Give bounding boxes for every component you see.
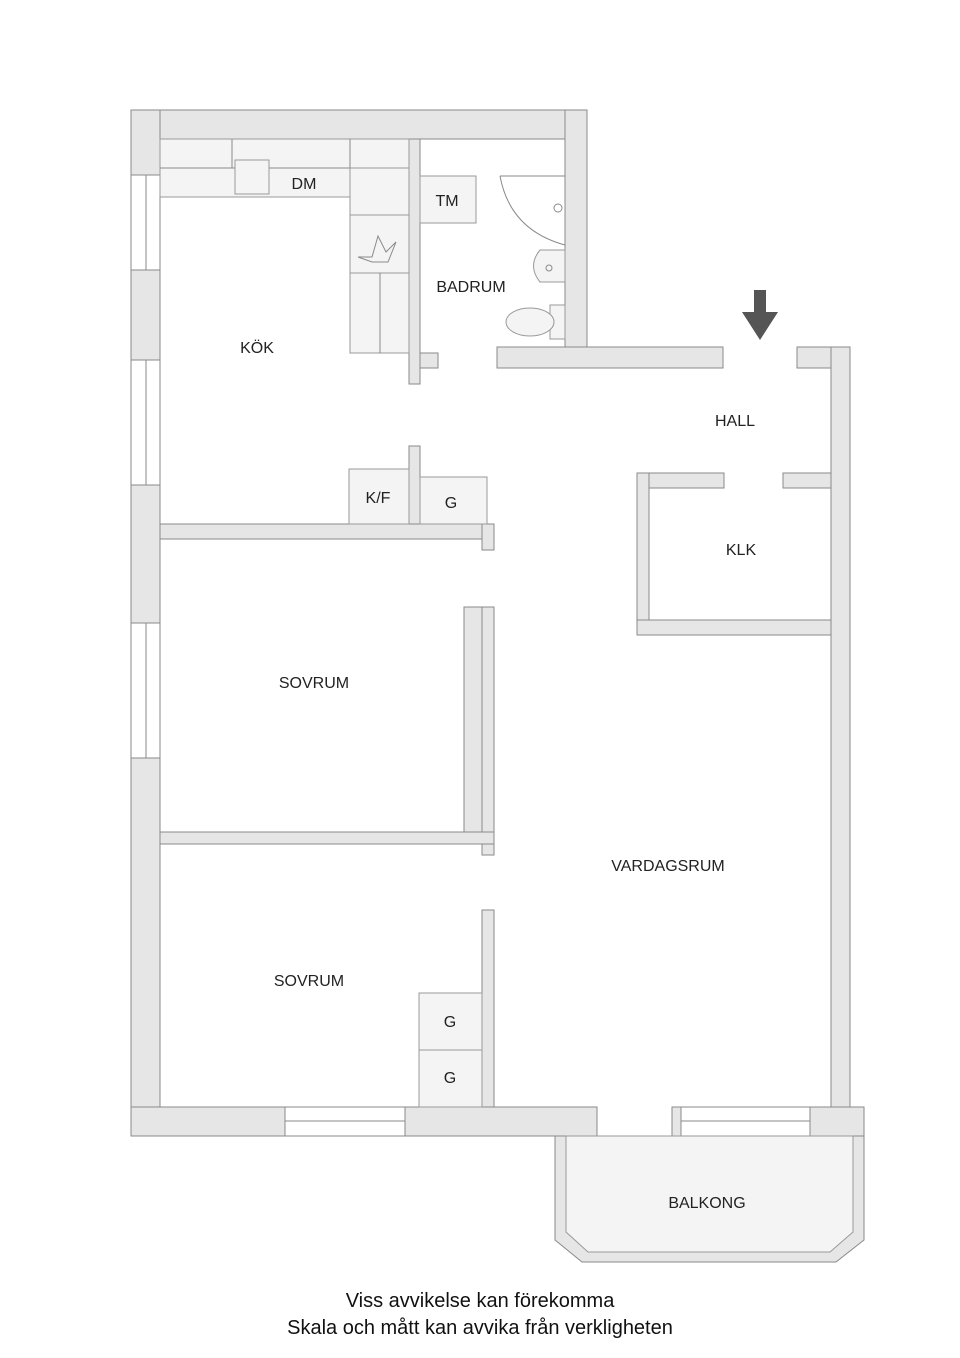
room-label-tm: TM <box>435 193 458 210</box>
room-label-g-closet-1: G <box>444 1014 456 1031</box>
room-label-g-closet-2: G <box>444 1070 456 1087</box>
kitchen-fixtures <box>159 138 488 525</box>
room-label-klk: KLK <box>726 542 757 559</box>
room-label-hall: HALL <box>715 413 755 430</box>
disclaimer: Viss avvikelse kan förekomma Skala och m… <box>0 1288 960 1342</box>
windows <box>130 174 811 1137</box>
room-label-kok: KÖK <box>240 339 274 357</box>
bedroom-closets <box>418 992 483 1108</box>
disclaimer-line-1: Viss avvikelse kan förekomma <box>345 1290 615 1312</box>
room-label-dm: DM <box>292 176 317 193</box>
room-label-vardagsrum: VARDAGSRUM <box>611 858 725 875</box>
down-arrow-icon <box>742 290 778 340</box>
room-label-badrum: BADRUM <box>436 279 505 296</box>
room-labels: DM TM BADRUM KÖK HALL K/F G KLK SOVRUM V… <box>240 176 756 1212</box>
balcony <box>554 1135 865 1263</box>
room-label-g-hall: G <box>445 495 457 512</box>
outer-walls <box>130 109 865 1137</box>
room-label-sovrum-1: SOVRUM <box>279 675 349 692</box>
disclaimer-line-2: Skala och mått kan avvika från verklighe… <box>287 1317 673 1339</box>
bathroom-fixtures <box>419 175 566 340</box>
room-label-sovrum-2: SOVRUM <box>274 973 344 990</box>
interior-walls <box>159 138 832 1108</box>
room-label-kf: K/F <box>366 490 391 507</box>
room-label-balkong: BALKONG <box>668 1195 745 1212</box>
